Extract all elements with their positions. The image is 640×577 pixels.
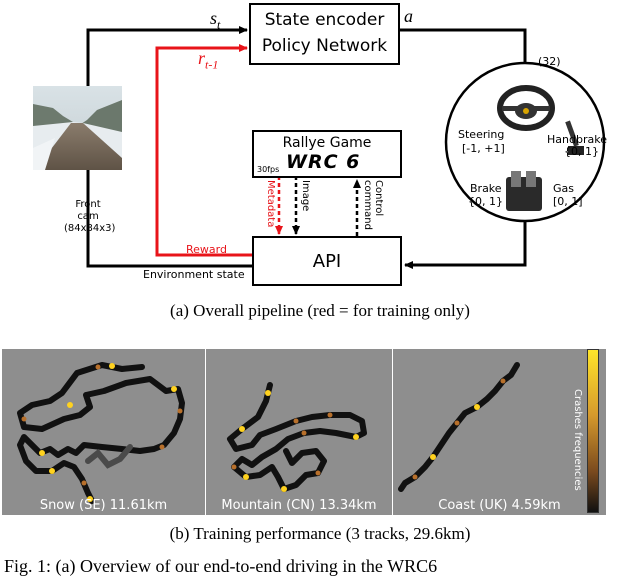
state-encoder-line1: State encoder xyxy=(264,10,385,30)
state-encoder-box: State encoder Policy Network xyxy=(249,3,400,65)
handbrake-label: Handbrake xyxy=(547,133,607,146)
metadata-label: Metadata xyxy=(265,180,276,228)
coast-track-map xyxy=(398,362,520,492)
steering-range: [-1, +1] xyxy=(462,142,505,155)
pedals-icon xyxy=(506,171,542,211)
rallye-game-box: Rallye Game WRC 6 30fps xyxy=(252,130,402,178)
brake-range: {0, 1} xyxy=(468,195,503,208)
reward-label: rt-1 xyxy=(198,48,219,72)
wrc-logo: WRC 6 xyxy=(286,151,361,173)
crash-colorbar xyxy=(587,349,599,513)
control-arrow xyxy=(404,222,527,269)
handbrake-icon xyxy=(565,120,584,155)
snow-track-map xyxy=(17,362,185,504)
front-cam-label: Front cam (84x84x3) xyxy=(64,199,116,235)
track-panel-coast: Coast (UK) 4.59km Crashes frequencies xyxy=(393,349,606,515)
state-arrow xyxy=(86,26,248,86)
mountain-track-label: Mountain (CN) 13.34km xyxy=(221,498,377,513)
figure-caption: Fig. 1: (a) Overview of our end-to-end d… xyxy=(4,556,438,576)
image-label: Image xyxy=(300,180,311,212)
action-label: a xyxy=(404,6,413,26)
fps-label: 30fps xyxy=(257,165,280,174)
track-panel-snow: Snow (SE) 11.61km xyxy=(2,349,205,515)
front-cam-line1: Front cam xyxy=(75,199,101,222)
pipeline-connectors xyxy=(86,26,606,269)
steering-label: Steering xyxy=(458,128,505,141)
state-label: st xyxy=(210,8,221,32)
api-box: API xyxy=(252,236,402,286)
handbrake-range: {0, 1} xyxy=(564,145,599,158)
front-cam-line2: (84x84x3) xyxy=(64,223,116,234)
mountain-track-map xyxy=(227,382,367,492)
action-count: (32) xyxy=(538,55,561,68)
reward-word: Reward xyxy=(186,243,227,256)
api-label: API xyxy=(312,251,342,272)
coast-track-label: Coast (UK) 4.59km xyxy=(438,498,561,513)
gas-range: [0, 1] xyxy=(553,195,583,208)
action-line xyxy=(398,28,527,62)
env-state-line xyxy=(86,168,252,268)
controls-circle xyxy=(444,61,606,223)
state-encoder-line2: Policy Network xyxy=(261,36,388,56)
reward-arrow xyxy=(155,44,252,257)
caption-a: (a) Overall pipeline (red = for training… xyxy=(170,301,470,320)
snow-track-label: Snow (SE) 11.61km xyxy=(39,498,168,513)
front-cam-image xyxy=(33,86,122,170)
track-panel-mountain: Mountain (CN) 13.34km xyxy=(206,349,392,515)
brake-label: Brake xyxy=(470,182,502,195)
caption-b: (b) Training performance (3 tracks, 29.6… xyxy=(169,524,471,543)
game-title: Rallye Game xyxy=(282,135,372,151)
steering-wheel-icon xyxy=(497,85,555,131)
gas-label: Gas xyxy=(553,182,574,195)
colorbar-label: Crashes frequencies xyxy=(572,389,583,491)
env-state-label: Environment state xyxy=(143,268,245,281)
